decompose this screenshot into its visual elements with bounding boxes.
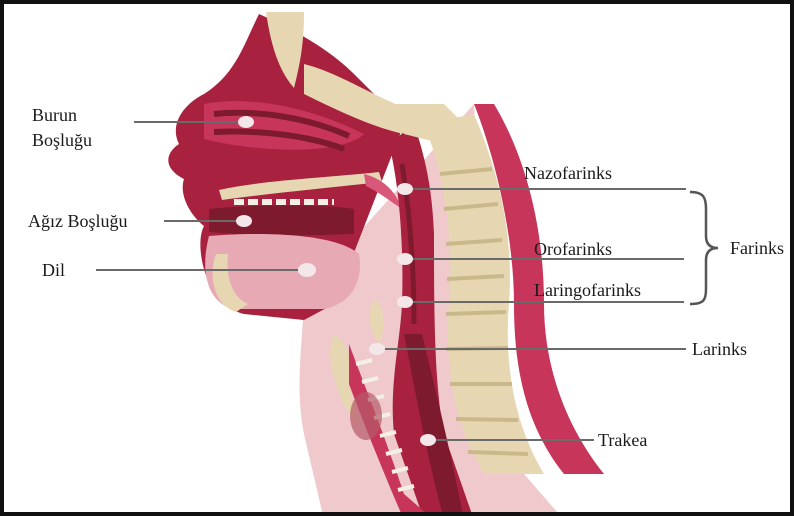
label-larinks: Larinks — [692, 338, 747, 360]
thyroid-gland — [350, 392, 382, 440]
dot-larinks — [369, 343, 385, 355]
label-burun-line2: Boşluğu — [32, 129, 92, 151]
dot-laringofarinks — [397, 296, 413, 308]
dot-burun — [238, 116, 254, 128]
label-burun-line1: Burun — [32, 104, 77, 126]
farinks-bracket — [690, 192, 718, 304]
dot-orofarinks — [397, 253, 413, 265]
dot-dil — [298, 263, 316, 277]
head-neck-sagittal-illustration — [4, 4, 794, 516]
dot-trakea — [420, 434, 436, 446]
label-trakea: Trakea — [598, 429, 647, 451]
dot-nazofarinks — [397, 183, 413, 195]
dot-agiz — [236, 215, 252, 227]
label-laringofarinks: Laringofarinks — [534, 279, 641, 301]
label-dil: Dil — [42, 259, 65, 281]
label-nazofarinks: Nazofarinks — [524, 162, 612, 184]
label-agiz-boslugu: Ağız Boşluğu — [28, 210, 128, 232]
label-orofarinks: Orofarinks — [534, 238, 612, 260]
label-farinks: Farinks — [730, 237, 784, 259]
